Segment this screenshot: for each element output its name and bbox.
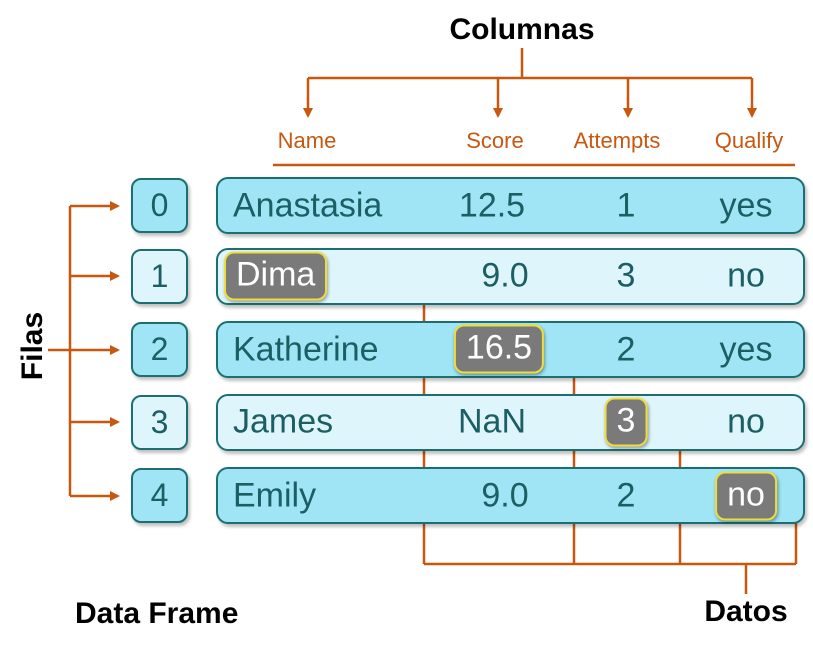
cell-score-highlighted: 16.5 xyxy=(453,324,545,374)
cell-name: Katherine xyxy=(233,330,379,369)
row-index-box: 1 xyxy=(131,249,188,304)
data-frame-title: Data Frame xyxy=(75,597,239,630)
data-row xyxy=(216,177,805,234)
column-header-score: Score xyxy=(466,128,524,153)
row-index-box: 2 xyxy=(131,322,188,377)
column-header-name: Name xyxy=(277,128,337,153)
cell-qualify: no xyxy=(727,256,765,295)
row-index-box: 0 xyxy=(131,178,188,233)
column-header-qualify: Qualify xyxy=(714,128,784,153)
cell-score: NaN xyxy=(457,402,527,441)
cell-name: Anastasia xyxy=(233,186,383,225)
cell-qualify: yes xyxy=(719,186,773,225)
row-index-box: 3 xyxy=(131,395,188,450)
row-index-box: 4 xyxy=(131,468,188,523)
cell-attempts-highlighted: 3 xyxy=(604,397,648,447)
cell-attempts: 3 xyxy=(616,256,636,295)
data-row xyxy=(216,467,805,524)
data-title: Datos xyxy=(704,595,788,628)
datos-bracket xyxy=(424,562,796,594)
cell-qualify-highlighted: no xyxy=(715,471,777,521)
cell-score: 12.5 xyxy=(458,186,526,225)
cell-qualify: yes xyxy=(719,330,773,369)
rows-bracket xyxy=(48,206,72,496)
cell-name-highlighted: Dima xyxy=(224,251,328,301)
cell-name: Emily xyxy=(233,476,317,515)
cell-score: 9.0 xyxy=(481,256,529,295)
data-link-16-5 xyxy=(550,346,576,564)
cell-qualify: no xyxy=(727,402,765,441)
cell-attempts: 2 xyxy=(616,476,636,515)
columns-title: Columnas xyxy=(449,13,595,46)
rows-title: Filas xyxy=(16,311,49,381)
cell-name: James xyxy=(233,402,334,441)
data-row xyxy=(216,394,805,451)
cell-attempts: 1 xyxy=(616,186,636,225)
cell-attempts: 2 xyxy=(616,330,636,369)
column-header-attempts: Attempts xyxy=(573,128,661,153)
columns-bracket xyxy=(308,48,752,80)
cell-score: 9.0 xyxy=(481,476,529,515)
